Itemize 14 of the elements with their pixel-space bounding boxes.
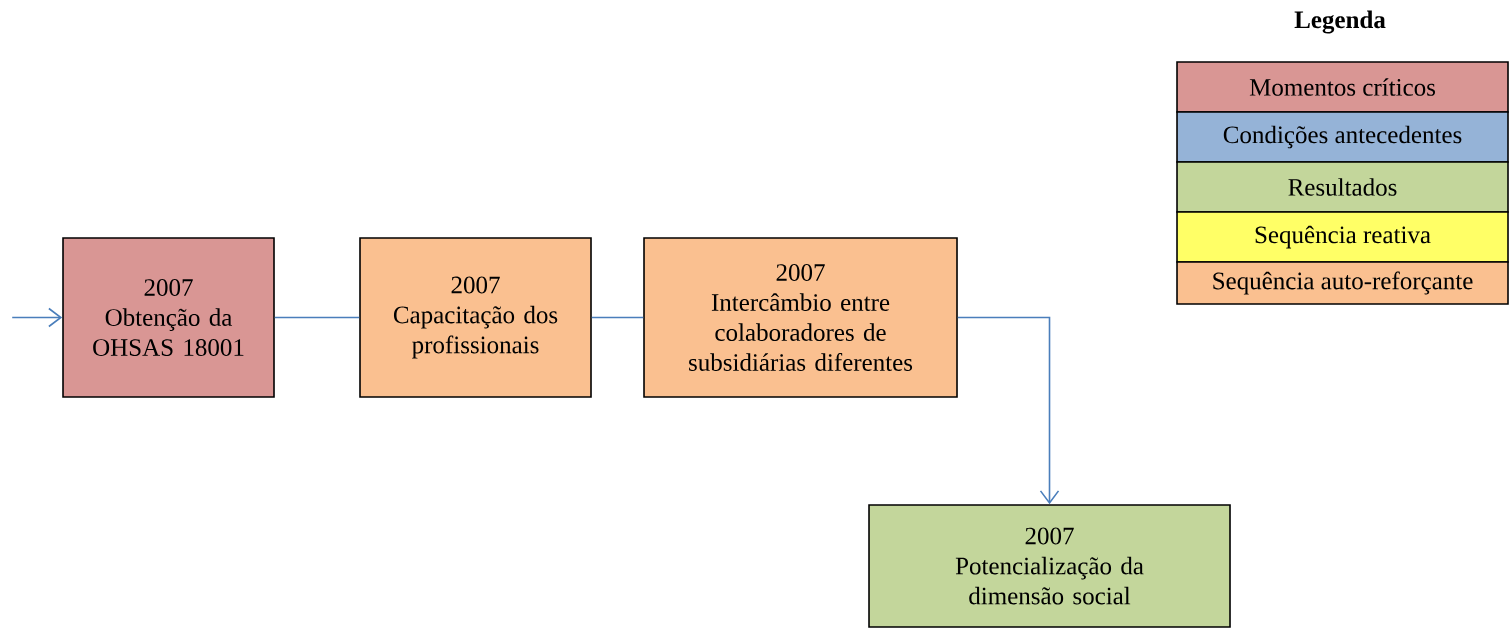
connector-line bbox=[591, 316, 644, 319]
arrow bbox=[11, 307, 63, 328]
legend-entry: Momentos críticos bbox=[1176, 61, 1509, 113]
legend-entry: Sequência reativa bbox=[1176, 211, 1509, 263]
connector-line bbox=[274, 316, 360, 319]
event-box: 2007 Potencialização da dimensão social bbox=[868, 504, 1231, 628]
legend-title: Legenda bbox=[1294, 10, 1386, 34]
event-box: 2007 Intercâmbio entre colaboradores de subsidiárias diferentes bbox=[643, 237, 958, 398]
event-box: 2007 Obtenção da OHSAS 18001 bbox=[62, 237, 275, 398]
legend-entry: Resultados bbox=[1176, 161, 1509, 213]
event-box: 2007 Capacitação dos profissionais bbox=[359, 237, 592, 398]
arrow bbox=[957, 316, 1060, 505]
legend-entry: Condições antecedentes bbox=[1176, 111, 1509, 163]
legend-entry: Sequência auto-reforçante bbox=[1176, 261, 1509, 305]
